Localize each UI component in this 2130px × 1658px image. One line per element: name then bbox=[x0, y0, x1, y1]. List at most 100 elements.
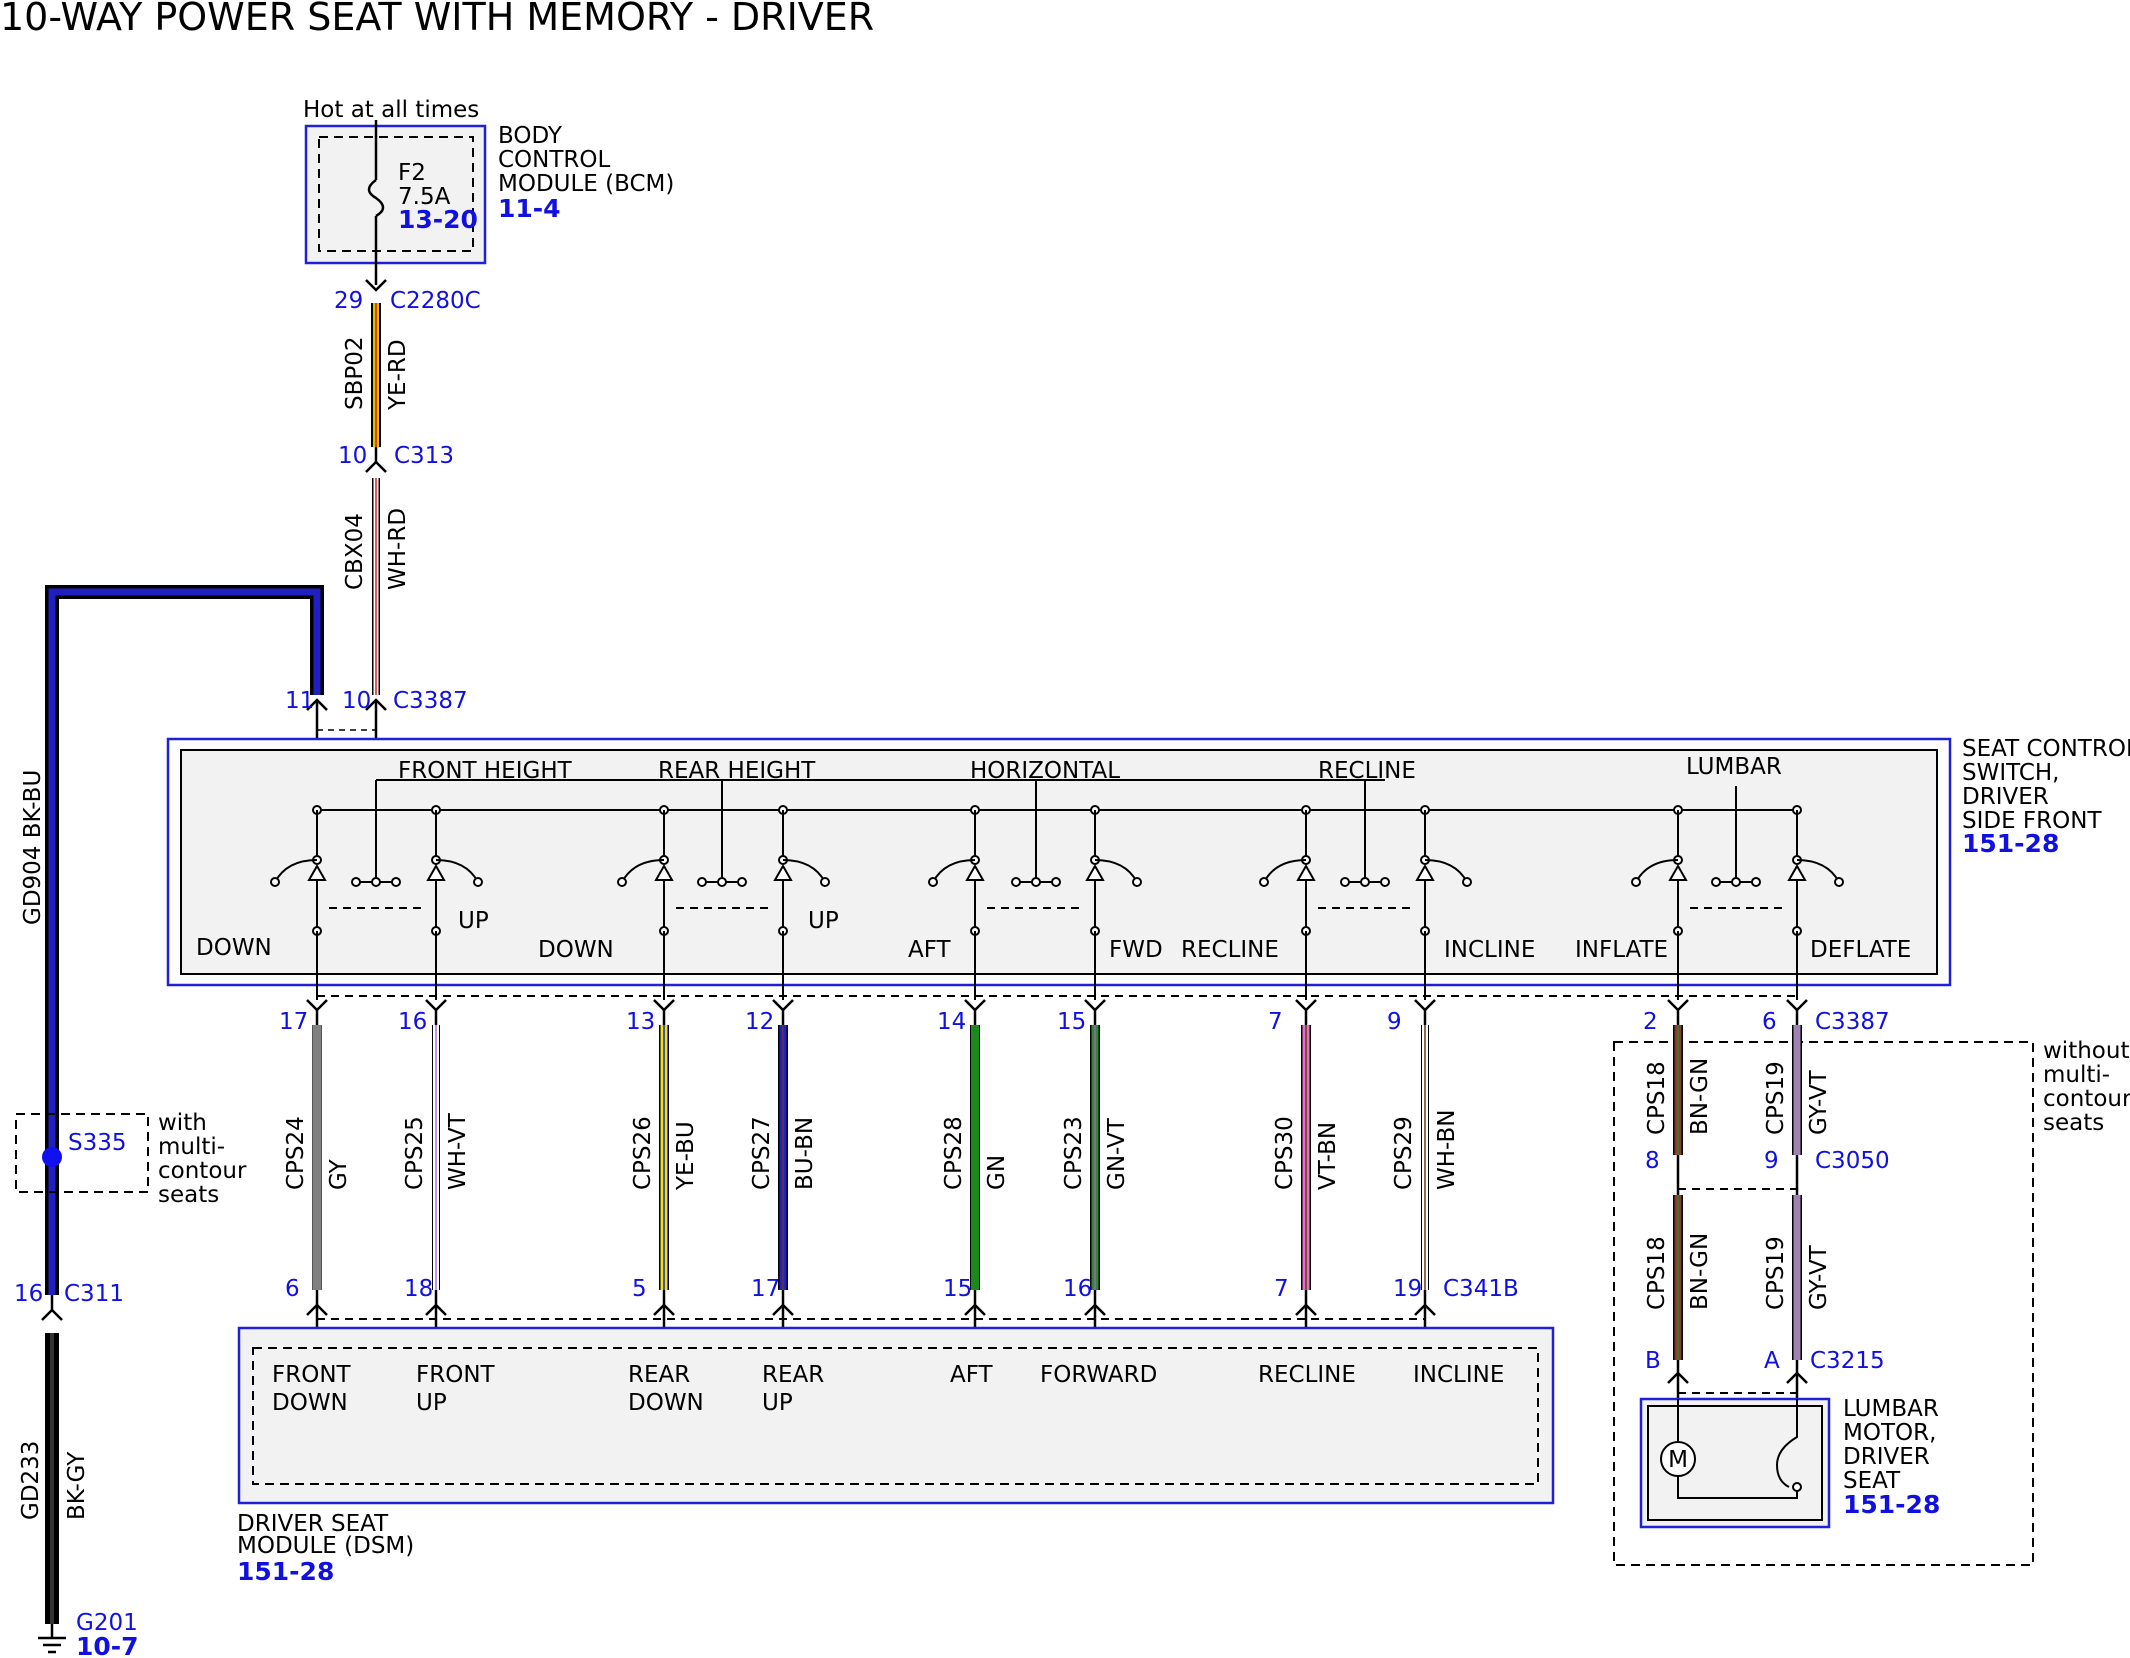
switch-contacts bbox=[270, 786, 1844, 1000]
switch-name-line-3: DRIVER bbox=[1962, 784, 2049, 810]
dsm-input-label: INCLINE bbox=[1413, 1362, 1504, 1388]
c3215-name[interactable]: C3215 bbox=[1810, 1348, 1885, 1374]
c341b-name[interactable]: C341B bbox=[1443, 1276, 1519, 1302]
lumbar-option-box bbox=[1613, 1041, 2034, 1566]
dsm-wire-circuit: CPS23 bbox=[1061, 1116, 1087, 1190]
fuse-ref[interactable]: 13-20 bbox=[398, 205, 478, 234]
lumbar-wire-color: GY-VT bbox=[1806, 1069, 1832, 1135]
c311-name[interactable]: C311 bbox=[64, 1281, 124, 1307]
dsm-top-pin: 7 bbox=[1268, 1009, 1283, 1035]
dsm-bottom-pin: 7 bbox=[1274, 1276, 1289, 1302]
section-lumbar: LUMBAR bbox=[1686, 754, 1782, 780]
dsm-bottom-pin: 6 bbox=[285, 1276, 300, 1302]
pos-aft: AFT bbox=[908, 937, 952, 963]
lumbar-motor-ref[interactable]: 151-28 bbox=[1843, 1490, 1940, 1519]
dsm-wire-color: WH-VT bbox=[445, 1112, 471, 1190]
dsm-ref[interactable]: 151-28 bbox=[237, 1557, 334, 1586]
dsm-input-label: UP bbox=[762, 1390, 793, 1416]
dsm-top-pin: 9 bbox=[1387, 1009, 1402, 1035]
pos-inflate: INFLATE bbox=[1575, 937, 1668, 963]
c313-pin: 10 bbox=[338, 443, 367, 469]
dsm-top-pin: 15 bbox=[1057, 1009, 1086, 1035]
dsm-wire-circuit: CPS28 bbox=[941, 1116, 967, 1190]
c313-name[interactable]: C313 bbox=[394, 443, 454, 469]
c311-pin: 16 bbox=[14, 1281, 43, 1307]
bcm-ref[interactable]: 11-4 bbox=[498, 194, 561, 223]
switch-name-line-2: SWITCH, bbox=[1962, 760, 2060, 786]
dsm-bottom-pin: 18 bbox=[404, 1276, 433, 1302]
dsm-bottom-pin: 15 bbox=[943, 1276, 972, 1302]
pos-deflate: DEFLATE bbox=[1810, 937, 1911, 963]
dsm-top-pin: 16 bbox=[398, 1009, 427, 1035]
dsm-top-pin: 12 bbox=[745, 1009, 774, 1035]
dsm-input-label: DOWN bbox=[628, 1390, 704, 1416]
dsm-input-label: FRONT bbox=[416, 1362, 496, 1388]
dsm-top-pin: 17 bbox=[279, 1009, 308, 1035]
wire-gd904[interactable] bbox=[45, 585, 324, 1295]
dsm-input-label: FORWARD bbox=[1040, 1362, 1157, 1388]
dsm-wire-color: YE-BU bbox=[673, 1121, 699, 1191]
lumbar-note-1: without bbox=[2043, 1038, 2129, 1064]
c311-connector-symbol bbox=[41, 1308, 63, 1321]
lumbar-bottom-pin: B bbox=[1645, 1348, 1661, 1374]
lumbar-motor-name-2: MOTOR, bbox=[1843, 1420, 1936, 1446]
pos-front-down: DOWN bbox=[196, 935, 272, 961]
dsm-input-label: FRONT bbox=[272, 1362, 352, 1388]
dsm-input-label: UP bbox=[416, 1390, 447, 1416]
bcm-name-line-2: CONTROL bbox=[498, 147, 611, 173]
c2280c-name[interactable]: C2280C bbox=[390, 288, 481, 314]
pos-rear-up: UP bbox=[808, 908, 839, 934]
dsm-wire-circuit: CPS27 bbox=[749, 1116, 775, 1190]
switch-name-line-4: SIDE FRONT bbox=[1962, 808, 2102, 834]
lumbar-wire-circuit: CPS19 bbox=[1763, 1236, 1789, 1310]
lumbar-note-2: multi- bbox=[2043, 1062, 2110, 1088]
dsm-wire-circuit: CPS30 bbox=[1272, 1116, 1298, 1190]
lumbar-note-4: seats bbox=[2043, 1110, 2104, 1136]
s335-name[interactable]: S335 bbox=[68, 1130, 127, 1156]
gd904-label: GD904 BK-BU bbox=[20, 770, 46, 925]
lumbar-mid-pin: 9 bbox=[1764, 1148, 1779, 1174]
hot-at-all-times-label: Hot at all times bbox=[303, 97, 479, 123]
sbp02-circuit: SBP02 bbox=[342, 336, 368, 410]
cbx04-color: WH-RD bbox=[385, 508, 411, 590]
dsm-top-pin: 14 bbox=[937, 1009, 966, 1035]
lumbar-motor bbox=[1639, 1397, 1831, 1529]
cbx04-circuit: CBX04 bbox=[342, 513, 368, 590]
dsm-input-label: AFT bbox=[950, 1362, 994, 1388]
dsm-top-pin: 13 bbox=[626, 1009, 655, 1035]
ground-g201-icon bbox=[38, 1624, 66, 1654]
g201-name[interactable]: G201 bbox=[76, 1610, 138, 1636]
lumbar-mid-pin: 8 bbox=[1645, 1148, 1660, 1174]
dsm-bottom-pin: 19 bbox=[1393, 1276, 1422, 1302]
c3387-bottom-name[interactable]: C3387 bbox=[1815, 1009, 1890, 1035]
c3387-top-name[interactable]: C3387 bbox=[393, 688, 468, 714]
c3050-name[interactable]: C3050 bbox=[1815, 1148, 1890, 1174]
dsm-input-label: REAR bbox=[628, 1362, 690, 1388]
body-control-module: Hot at all times BODY CONTROL MODULE (BC… bbox=[303, 97, 674, 285]
c3387-top-pin-a: 11 bbox=[285, 688, 314, 714]
lumbar-wire-circuit: CPS19 bbox=[1763, 1061, 1789, 1135]
dsm-wire-cps25[interactable]: 16 18 CPS25 WH-VT bbox=[398, 999, 471, 1336]
dsm-input-label: REAR bbox=[762, 1362, 824, 1388]
dsm-wire-circuit: CPS25 bbox=[402, 1116, 428, 1190]
splice-s335[interactable] bbox=[15, 1113, 149, 1193]
lumbar-wire-circuit: CPS18 bbox=[1644, 1061, 1670, 1135]
pos-front-up: UP bbox=[458, 908, 489, 934]
lumbar-motor-name-3: DRIVER bbox=[1843, 1444, 1930, 1470]
c313-connector-symbol bbox=[365, 460, 387, 473]
sbp02-color: YE-RD bbox=[385, 339, 411, 411]
switch-ref[interactable]: 151-28 bbox=[1962, 829, 2059, 858]
fuse-f2: F2 7.5A 13-20 bbox=[367, 120, 478, 285]
g201-ref[interactable]: 10-7 bbox=[76, 1632, 139, 1658]
s335-note-1: with bbox=[158, 1110, 207, 1136]
